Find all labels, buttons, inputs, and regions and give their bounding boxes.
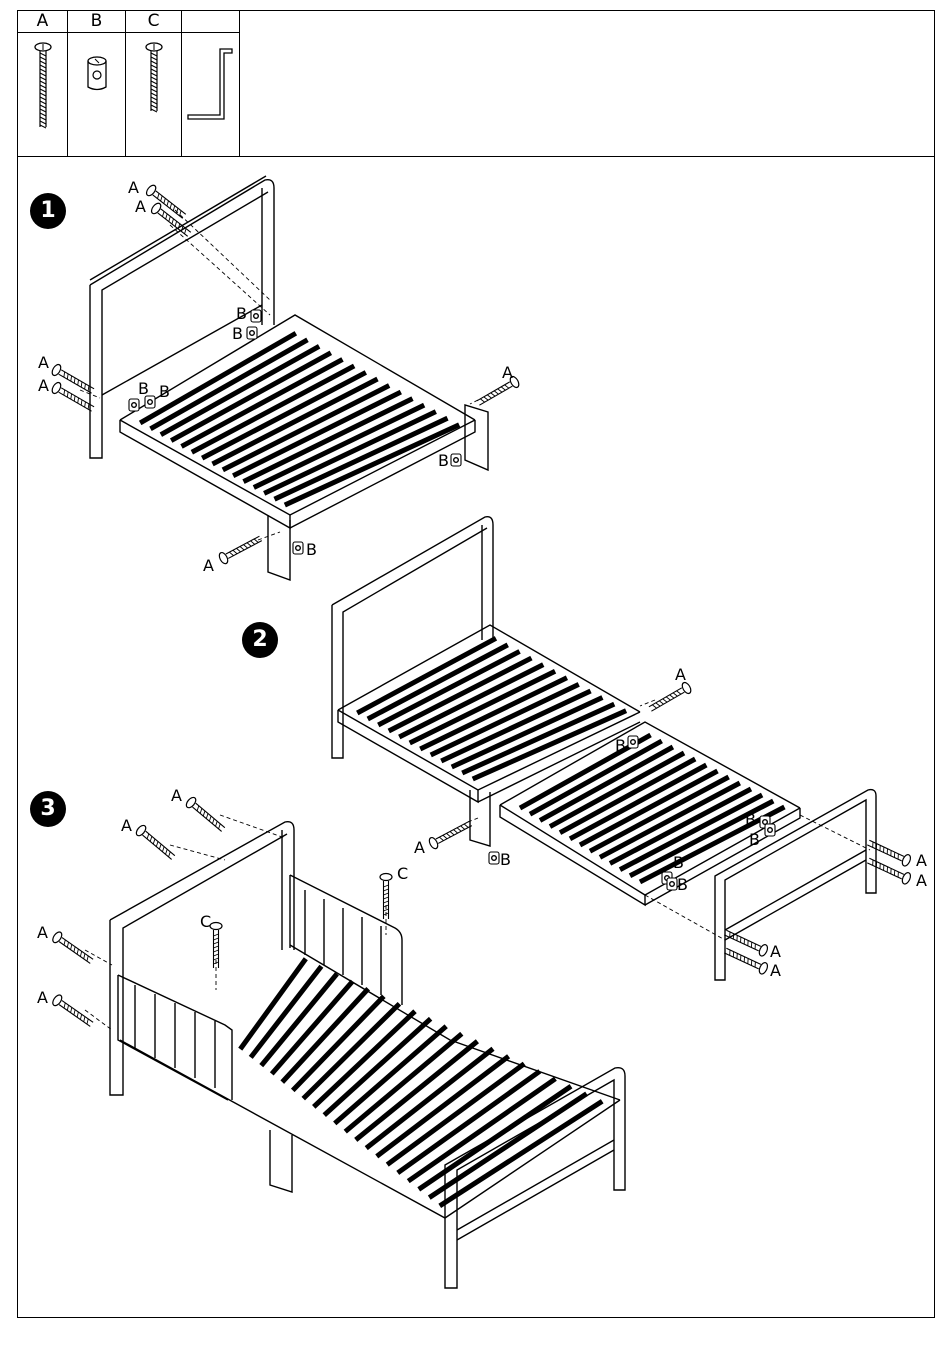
callout-nut: B bbox=[438, 453, 449, 469]
callout-bolt: A bbox=[414, 840, 425, 856]
step-1-badge: 1 bbox=[30, 193, 66, 229]
callout-nut: B bbox=[677, 877, 688, 893]
callout-screw: C bbox=[200, 914, 211, 930]
callout-nut: B bbox=[745, 812, 756, 828]
callout-nut: B bbox=[306, 542, 317, 558]
step-3-drawing bbox=[51, 796, 625, 1288]
callout-nut: B bbox=[236, 306, 247, 322]
step-3-badge: 3 bbox=[30, 791, 66, 827]
callout-bolt: A bbox=[171, 788, 182, 804]
callout-nut: B bbox=[138, 381, 149, 397]
callout-nut: B bbox=[749, 832, 760, 848]
callout-bolt: A bbox=[770, 963, 781, 979]
callout-nut: B bbox=[500, 852, 511, 868]
callout-bolt: A bbox=[502, 365, 513, 381]
callout-nut: B bbox=[232, 326, 243, 342]
callout-nut: B bbox=[615, 738, 626, 754]
callout-bolt: A bbox=[675, 667, 686, 683]
callout-bolt: A bbox=[38, 355, 49, 371]
callout-nut: B bbox=[159, 384, 170, 400]
callout-bolt: A bbox=[37, 990, 48, 1006]
callout-screw: C bbox=[397, 866, 408, 882]
callout-bolt: A bbox=[38, 378, 49, 394]
callout-bolt: A bbox=[203, 558, 214, 574]
step-2-badge: 2 bbox=[242, 622, 278, 658]
callout-bolt: A bbox=[770, 944, 781, 960]
callout-bolt: A bbox=[916, 873, 927, 889]
callout-bolt: A bbox=[916, 853, 927, 869]
callout-nut: B bbox=[673, 855, 684, 871]
callout-bolt: A bbox=[128, 180, 139, 196]
callout-bolt: A bbox=[121, 818, 132, 834]
step-1-drawing bbox=[50, 176, 520, 580]
callout-bolt: A bbox=[135, 199, 146, 215]
callout-bolt: A bbox=[37, 925, 48, 941]
